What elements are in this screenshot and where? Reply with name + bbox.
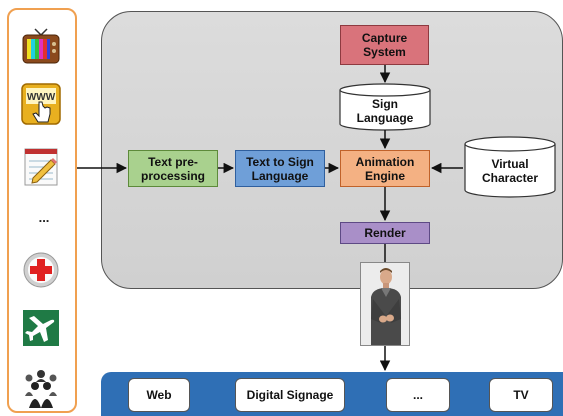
medical-cross-icon [19,250,63,290]
animation-engine-box: Animation Engine [340,150,430,187]
capture-system-box: Capture System [340,25,429,65]
text-preprocessing-label: Text pre- processing [140,154,206,183]
airport-plane-icon [19,308,63,348]
output-tv-label: TV [513,388,529,402]
notepad-pencil-icon [19,145,63,186]
more-sources-ellipsis: ... [38,210,50,225]
output-more: ... [386,378,450,412]
sign-language-label-wrap: Sign Language [340,96,430,126]
output-tv: TV [489,378,553,412]
output-web: Web [128,378,190,412]
capture-system-label: Capture System [361,31,408,59]
output-web-label: Web [146,388,172,402]
www-click-icon: WWW [19,82,63,125]
signing-avatar-image [360,262,410,346]
tv-icon [19,27,63,67]
text-to-sign-label: Text to Sign Language [246,154,314,183]
output-digital-signage: Digital Signage [235,378,345,412]
animation-engine-label: Animation Engine [355,154,415,183]
virtual-character-database [464,136,556,198]
virtual-character-label: Virtual Character [481,157,539,185]
sign-language-label: Sign Language [356,97,414,125]
svg-text:WWW: WWW [27,92,56,103]
output-digital-signage-label: Digital Signage [246,388,334,402]
render-label: Render [364,226,406,240]
render-box: Render [340,222,430,244]
virtual-character-label-wrap: Virtual Character [465,154,555,188]
text-to-sign-box: Text to Sign Language [235,150,325,187]
output-more-label: ... [412,388,423,402]
text-preprocessing-box: Text pre- processing [128,150,218,187]
group-people-icon [19,366,63,408]
